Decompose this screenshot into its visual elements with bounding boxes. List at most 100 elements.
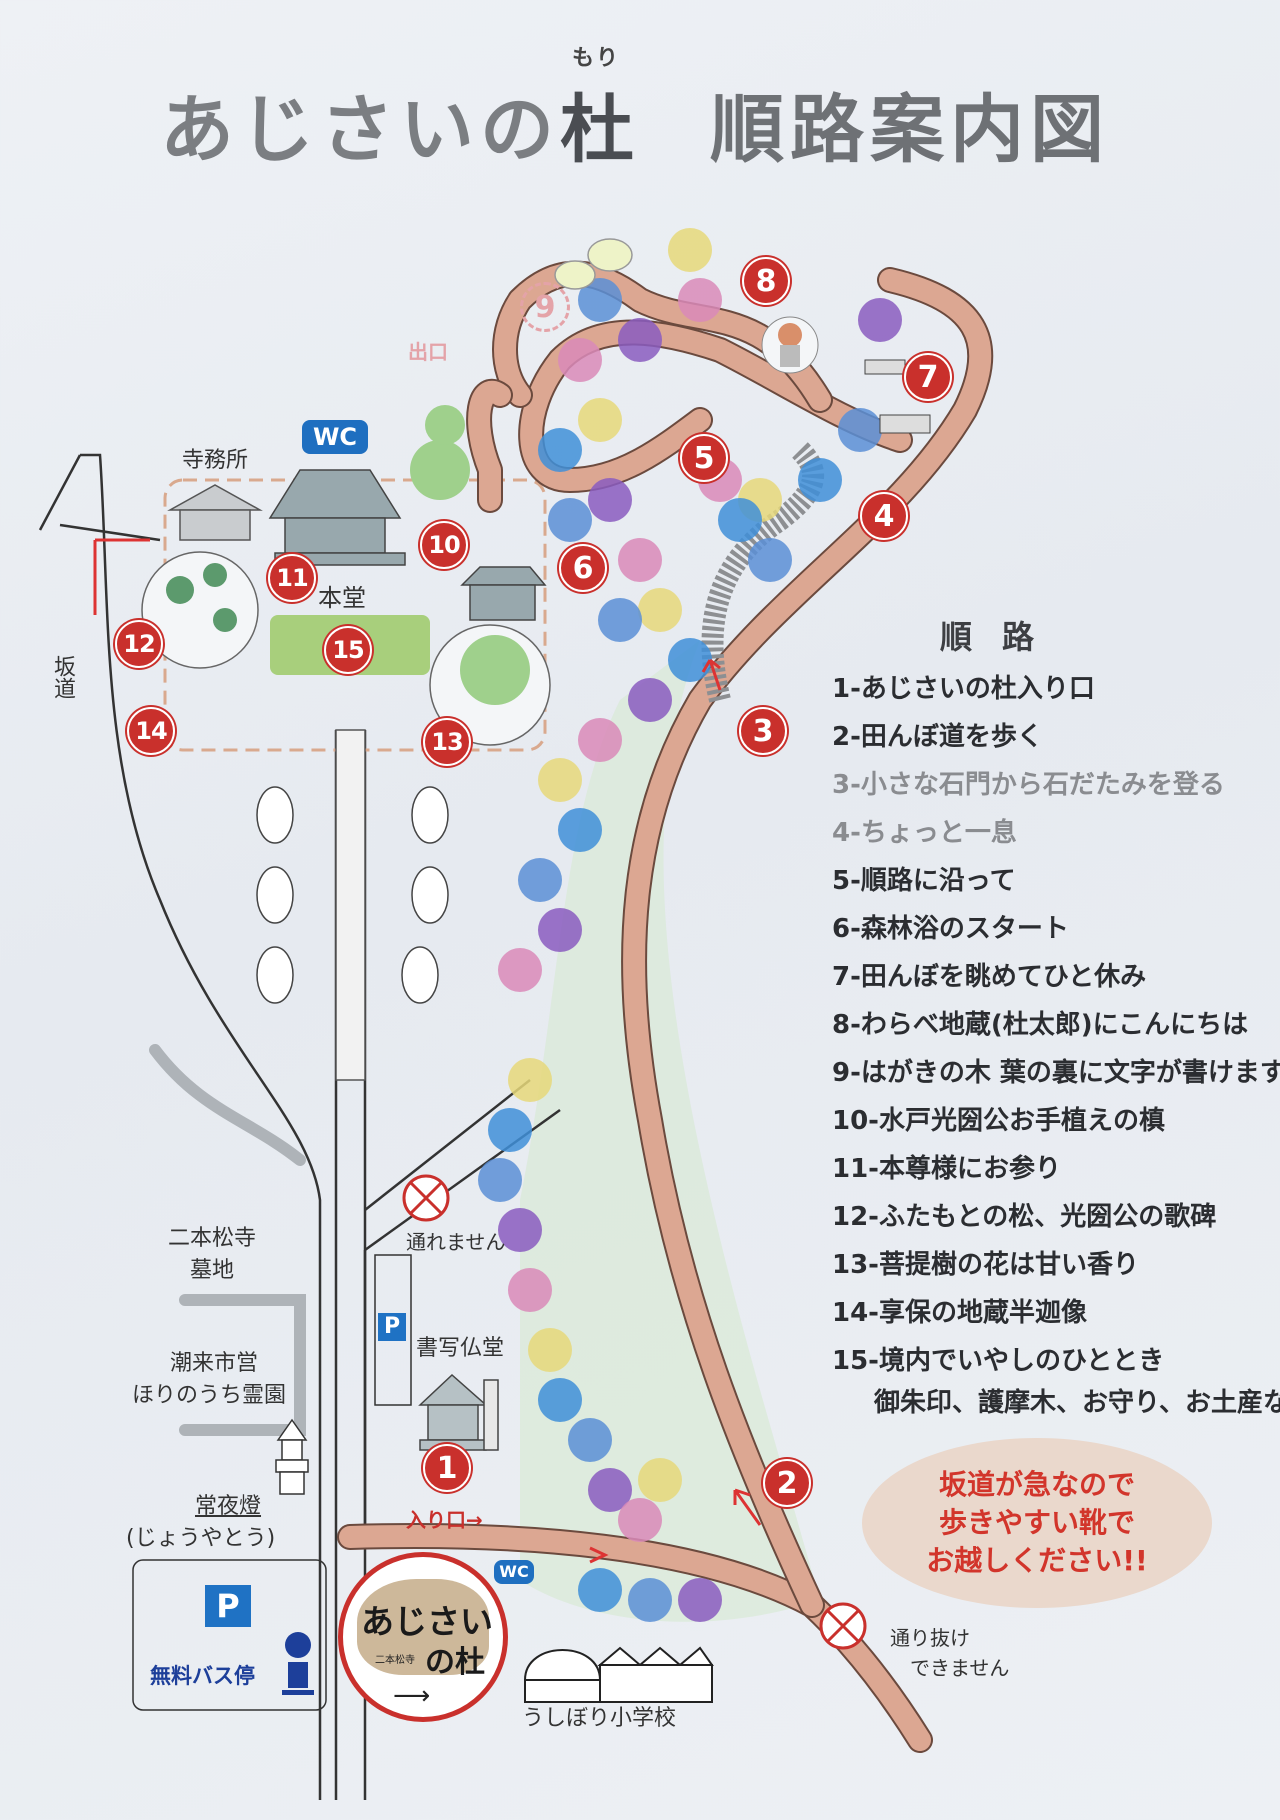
- legend-item: 13-菩提樹の花は甘い香り: [832, 1250, 1139, 1280]
- no-entry-icon: [402, 1174, 450, 1222]
- route-marker-2: 2: [763, 1459, 811, 1507]
- hydrangea-icon: [478, 1158, 522, 1202]
- hydrangea-icon: [668, 228, 712, 272]
- legend-item: 2-田んぼ道を歩く: [832, 722, 1043, 752]
- hydrangea-icon: [638, 588, 682, 632]
- bus-stop-icon: [282, 1632, 314, 1695]
- sign-stone: [357, 1579, 489, 1675]
- no-passage-label: 通れません: [406, 1230, 506, 1254]
- route-marker-12: 12: [115, 620, 163, 668]
- small-shrine-icon: [460, 566, 547, 621]
- itako-cemetery-label-2: ほりのうち霊園: [132, 1383, 287, 1408]
- jizo-statue-icon: [761, 316, 819, 374]
- lantern-icon: [275, 1418, 309, 1495]
- hydrangea-icon: [578, 278, 622, 322]
- hydrangea-icon: [578, 718, 622, 762]
- hydrangea-icon: [628, 1578, 672, 1622]
- sign-name: あじさい: [361, 1602, 493, 1641]
- linden-tree-icon: [429, 624, 551, 746]
- hydrangea-icon: [628, 678, 672, 722]
- hydrangea-icon: [578, 398, 622, 442]
- wc-badge-small: WC: [494, 1560, 534, 1584]
- lantern-reading: (じょうやとう): [126, 1526, 276, 1551]
- title-mori: もり杜: [560, 46, 640, 177]
- legend-item: 14-享保の地蔵半迦像: [832, 1298, 1087, 1328]
- hydrangea-icon: [538, 758, 582, 802]
- hydrangea-icon: [668, 638, 712, 682]
- bench-icon: [864, 359, 931, 434]
- parking-icon: P: [205, 1585, 251, 1627]
- office-label: 寺務所: [182, 448, 249, 473]
- school-building-icon: [523, 1646, 714, 1703]
- sign-name-2: の杜: [425, 1645, 485, 1680]
- hydrangea-icon: [538, 1378, 582, 1422]
- legend-item: 11-本尊様にお参り: [832, 1154, 1061, 1184]
- warning-line: お越しください!!: [926, 1544, 1148, 1577]
- route-marker-8: 8: [742, 257, 790, 305]
- legend-item: 7-田んぼを眺めてひと休み: [832, 962, 1147, 992]
- itako-cemetery-label-1: 潮来市営: [170, 1351, 259, 1376]
- hydrangea-icon: [488, 1108, 532, 1152]
- hydrangea-icon: [578, 1568, 622, 1612]
- route-marker-9: 9: [520, 282, 570, 332]
- school-label: うしぼり小学校: [522, 1706, 677, 1731]
- parking-lot: [374, 1254, 412, 1406]
- hydrangea-icon: [558, 808, 602, 852]
- route-marker-11: 11: [268, 554, 316, 602]
- stairs: [335, 729, 366, 1081]
- warning-line: 坂道が急なので: [938, 1468, 1135, 1501]
- hydrangea-icon: [618, 1498, 662, 1542]
- route-marker-6: 6: [559, 544, 607, 592]
- legend-item: 9-はがきの木 葉の裏に文字が書けます: [832, 1058, 1280, 1088]
- route-arrow-icon: [701, 658, 722, 691]
- route-arrow-icon: [589, 1546, 609, 1564]
- hydrangea-icon: [528, 1328, 572, 1372]
- route-marker-10: 10: [420, 521, 468, 569]
- stone-steps: [701, 442, 825, 703]
- hydrangeas: [478, 228, 902, 1622]
- lantern-label: 常夜燈: [195, 1494, 262, 1519]
- title-mori-char: 杜: [560, 87, 640, 173]
- main-hall-icon: [268, 469, 406, 566]
- hydrangea-icon: [538, 428, 582, 472]
- bus-parking-box: [132, 1559, 327, 1711]
- cemetery-paths: [149, 1044, 306, 1436]
- wc-badge: WC: [302, 420, 368, 454]
- bus-stop-label: 無料バス停: [150, 1664, 255, 1688]
- sign-temple: 二本松寺: [375, 1655, 415, 1666]
- route-arrow-icon: [733, 1488, 762, 1526]
- route-marker-15: 15: [324, 626, 372, 674]
- route-marker-1: 1: [423, 1444, 471, 1492]
- warning-bubble: 坂道が急なので 歩きやすい靴で お越しください!!: [862, 1438, 1212, 1608]
- legend-item: 12-ふたもとの松、光圀公の歌碑: [832, 1202, 1217, 1232]
- no-through-label-1: 通り抜け: [890, 1626, 970, 1650]
- hydrangea-icon: [678, 278, 722, 322]
- no-entry-icon: [819, 1602, 867, 1650]
- entrance-sign: あじさい 二本松寺 の杜 ⟶: [338, 1552, 508, 1722]
- hydrangea-icon: [538, 908, 582, 952]
- legend-item-sub: 御朱印、護摩木、お守り、お土産など: [874, 1388, 1280, 1418]
- hydrangea-icon: [718, 498, 762, 542]
- hydrangea-icon: [588, 1468, 632, 1512]
- arrow-right-icon: ⟶: [393, 1681, 431, 1711]
- legend-item: 3-小さな石門から石だたみを登る: [832, 770, 1225, 800]
- hydrangea-icon: [588, 478, 632, 522]
- entrance-label: 入り口→: [406, 1508, 483, 1532]
- route-marker-13: 13: [423, 718, 471, 766]
- legend-item: 10-水戸光圀公お手植えの槙: [832, 1106, 1165, 1136]
- legend-heading: 順路: [940, 618, 1065, 656]
- copy-hall-label: 書写仏堂: [416, 1336, 505, 1361]
- exit-label: 出口: [408, 340, 448, 364]
- outline-trees: [256, 786, 449, 1004]
- hydrangea-icon: [518, 858, 562, 902]
- route-marker-3: 3: [739, 707, 787, 755]
- no-through-label-2: できません: [910, 1656, 1010, 1680]
- hydrangea-icon: [498, 948, 542, 992]
- hydrangea-icon: [638, 1458, 682, 1502]
- page-title: あじさいのもり杜順路案内図: [160, 46, 1110, 177]
- route-marker-14: 14: [127, 707, 175, 755]
- butterfly-icon: [554, 238, 633, 290]
- legend-item: 15-境内でいやしのひととき: [832, 1346, 1165, 1376]
- legend-item: 8-わらべ地蔵(杜太郎)にこんにちは: [832, 1010, 1249, 1040]
